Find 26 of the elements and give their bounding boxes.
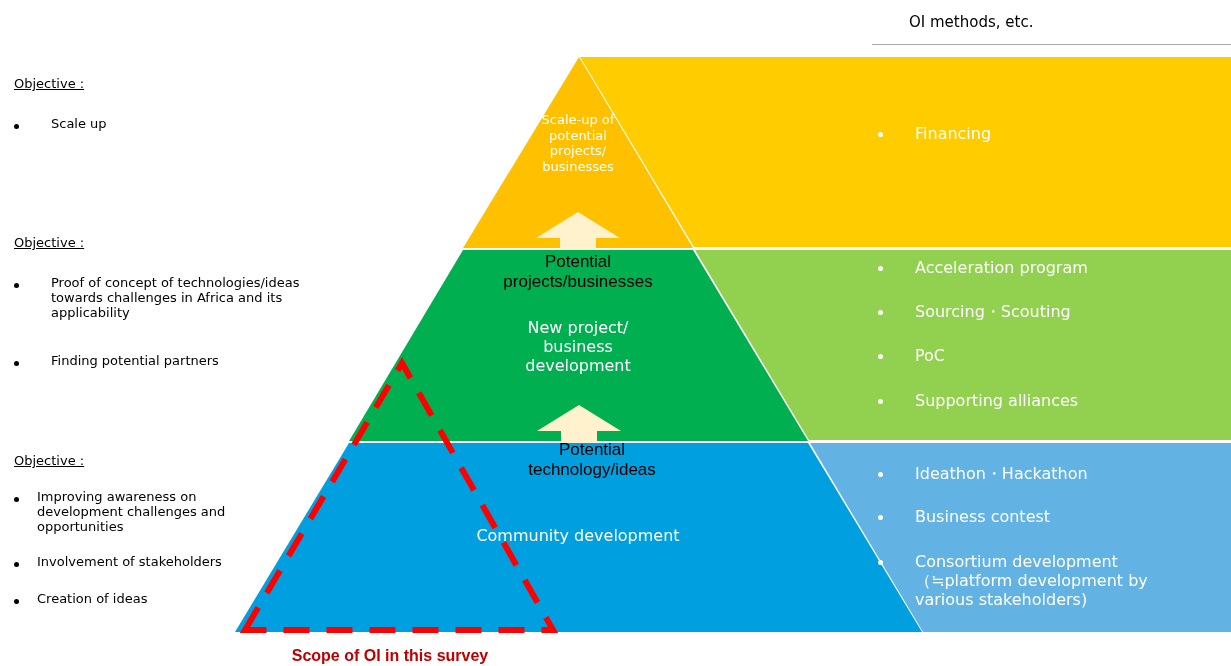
- scope-label: Scope of OI in this survey: [290, 646, 490, 666]
- objective-text: Scale up: [51, 117, 108, 132]
- objective-text: Improving awareness on development challenges and opportunities: [37, 490, 227, 535]
- objective-text: Involvement of stakeholders: [37, 555, 223, 570]
- list-item: Financing: [915, 124, 993, 144]
- objective-text: Proof of concept of technologies/ideas towards challenges in Africa and its applicability: [51, 276, 301, 321]
- tier-label: New project/ business development: [524, 318, 632, 376]
- edge-label: Potential projects/businesses: [502, 252, 654, 292]
- list-item: Consortium development （≒platform development by various stakeholders): [915, 552, 1149, 610]
- block-arrow: [537, 405, 621, 443]
- objective-heading: Objective :: [14, 453, 85, 469]
- list-item: Ideathon・Hackathon: [915, 464, 1089, 484]
- edge-label: Potential technology/ideas: [527, 440, 657, 480]
- list-item: Supporting alliances: [915, 391, 1080, 411]
- list-item: Sourcing・Scouting: [915, 302, 1072, 322]
- objective-heading: Objective :: [14, 235, 85, 251]
- list-item: PoC: [915, 346, 947, 366]
- column-heading: OI methods, etc.: [909, 13, 1034, 31]
- tier-label: Community development: [475, 526, 681, 546]
- block-arrow: [536, 212, 620, 250]
- objective-text: Creation of ideas: [37, 592, 149, 607]
- list-item: Acceleration program: [915, 258, 1089, 278]
- tier-label: Scale-up of potential projects/ businesses: [540, 112, 616, 175]
- list-item: Business contest: [915, 507, 1052, 527]
- objective-text: Finding potential partners: [51, 354, 220, 369]
- objective-heading: Objective :: [14, 76, 85, 92]
